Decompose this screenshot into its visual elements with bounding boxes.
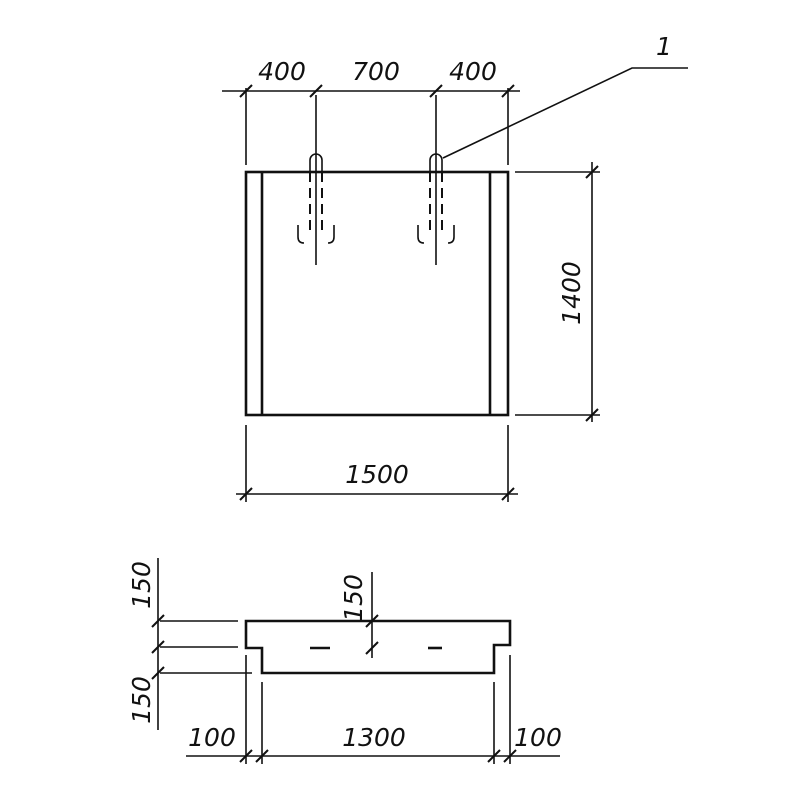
- lifting-loop-left: [297, 95, 335, 265]
- dim-100-left: 100: [188, 723, 236, 752]
- dim-100-right: 100: [514, 723, 562, 752]
- dim-150-middle: 150: [339, 574, 368, 622]
- dim-1500: 1500: [345, 460, 409, 489]
- width-dimension: 1500: [236, 425, 518, 502]
- section-view: 150 150 150 100 1300 100: [127, 558, 562, 764]
- left-thickness-dimension: 150 150: [127, 558, 252, 730]
- callout-leader: [442, 67, 688, 159]
- dim-150-bottom: 150: [127, 676, 156, 724]
- dim-1400: 1400: [557, 261, 586, 325]
- section-outline: [244, 619, 512, 675]
- lifting-loop-right: [417, 95, 455, 265]
- dim-700: 700: [352, 57, 400, 86]
- callout-number: 1: [656, 32, 672, 61]
- dim-400-left: 400: [258, 57, 306, 86]
- plan-view: 1 400 700 400 1400: [222, 32, 688, 502]
- top-dimension: 400 700 400: [222, 57, 520, 165]
- dim-150-top: 150: [127, 561, 156, 609]
- height-dimension: 1400: [515, 162, 600, 422]
- dim-1300: 1300: [342, 723, 406, 752]
- bottom-dimension: 100 1300 100: [186, 655, 562, 764]
- dim-400-right: 400: [449, 57, 497, 86]
- middle-thickness-dimension: 150: [339, 572, 379, 658]
- slab-outline: [244, 170, 510, 417]
